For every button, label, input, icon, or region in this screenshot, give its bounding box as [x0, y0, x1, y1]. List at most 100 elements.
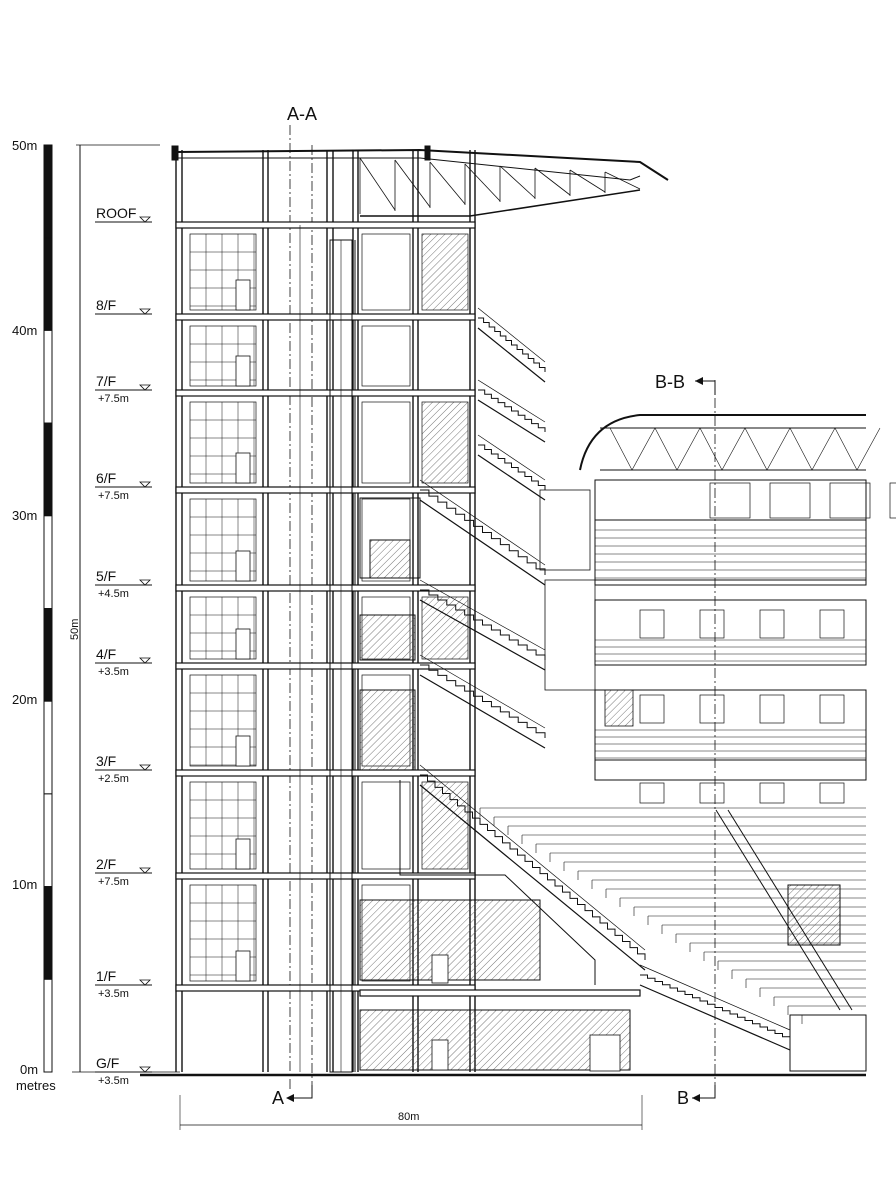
- floor-slab: [175, 389, 476, 397]
- stand-tier: [594, 689, 867, 761]
- stand-roof-curve: [579, 414, 866, 471]
- level-marker: 3/F+2.5m: [95, 753, 152, 785]
- stand-tier: [594, 479, 867, 521]
- aisle-stair: [715, 809, 841, 1011]
- tower-windows: [189, 233, 469, 982]
- level-marker: 2/F+7.5m: [95, 856, 152, 888]
- level-triangle-icon: [139, 579, 151, 586]
- window: [819, 782, 845, 804]
- level-height: +7.5m: [98, 393, 129, 405]
- window: [189, 596, 257, 660]
- window: [189, 498, 257, 582]
- scale-tick-40: 40m: [12, 323, 37, 338]
- roof-edge: [171, 145, 179, 161]
- scale-segment: [43, 886, 53, 980]
- level-marker: G/F+3.5m: [95, 1055, 152, 1087]
- handrail: [639, 964, 791, 1031]
- door: [235, 950, 251, 982]
- hatched-wall: [421, 401, 469, 484]
- vomitory: [787, 884, 841, 946]
- stair-steps: [420, 489, 546, 575]
- main-stand-stair: [419, 764, 646, 971]
- window: [829, 482, 871, 519]
- truss-diagonal: [789, 427, 813, 471]
- arrow-icon: [695, 377, 703, 385]
- window: [709, 482, 751, 519]
- stair-flight: [477, 434, 546, 501]
- stand-tier: [594, 759, 867, 781]
- window: [639, 782, 665, 804]
- scale-segment: [43, 978, 53, 1073]
- hatched-wall: [359, 689, 416, 771]
- window: [361, 401, 411, 484]
- level-height: +4.5m: [98, 588, 129, 600]
- floor-slab: [175, 872, 476, 880]
- stair-soffit: [639, 984, 791, 1051]
- stairs: [359, 307, 791, 1051]
- handrail: [477, 434, 546, 481]
- window: [819, 609, 845, 639]
- floor-slab: [175, 769, 476, 777]
- handrail: [477, 379, 546, 423]
- stair-soffit: [419, 499, 546, 586]
- truss-diagonal: [609, 427, 633, 471]
- level-height: +7.5m: [98, 490, 129, 502]
- scale-unit-label: metres: [16, 1078, 56, 1093]
- window: [189, 401, 257, 484]
- truss-diagonal: [569, 169, 606, 193]
- level-height: +7.5m: [98, 876, 129, 888]
- level-height: +3.5m: [98, 666, 129, 678]
- scale-segment: [43, 422, 53, 517]
- window: [889, 482, 896, 519]
- level-marker: 8/F: [95, 297, 152, 315]
- door: [235, 838, 251, 870]
- truss-diagonal: [394, 159, 431, 208]
- hatched-wall: [359, 899, 541, 981]
- truss-diagonal: [834, 427, 858, 471]
- scale-segment: [43, 329, 53, 424]
- window: [699, 782, 725, 804]
- level-triangle-icon: [139, 979, 151, 986]
- window: [699, 609, 725, 639]
- handrail: [477, 307, 546, 363]
- floor-slab: [175, 313, 476, 321]
- level-triangle-icon: [139, 308, 151, 315]
- truss-diagonal: [534, 167, 571, 196]
- truss-diagonal: [766, 427, 791, 471]
- roof-edge: [424, 145, 431, 161]
- truss-diagonal: [429, 161, 466, 205]
- seating-rows: [479, 807, 867, 1072]
- roof-canopy: [171, 145, 669, 217]
- section-lines: [179, 125, 716, 1130]
- stair-flight: [477, 379, 546, 443]
- handrail: [419, 579, 546, 651]
- level-name: 4/F: [96, 646, 116, 662]
- level-name: 1/F: [96, 968, 116, 984]
- scale-tick-30: 30m: [12, 508, 37, 523]
- window: [361, 325, 411, 387]
- window: [819, 694, 845, 724]
- level-name: 7/F: [96, 373, 116, 389]
- level-name: 5/F: [96, 568, 116, 584]
- scale-bar: [43, 144, 180, 1073]
- truss-diagonal: [464, 163, 501, 202]
- window: [759, 609, 785, 639]
- roof-top-chord: [174, 148, 669, 181]
- scale-tick-0: 0m: [20, 1062, 38, 1077]
- tower: [175, 150, 476, 1073]
- level-triangle-icon: [139, 657, 151, 664]
- stair-steps: [420, 774, 646, 960]
- hatched-wall: [421, 781, 469, 870]
- main-stand: [539, 414, 896, 804]
- door: [235, 550, 251, 582]
- section-b-mark: B: [677, 1088, 689, 1108]
- hatched-wall: [369, 539, 411, 579]
- scale-segment: [43, 144, 53, 239]
- scale-tick-50: 50m: [12, 138, 37, 153]
- scale-tick-20: 20m: [12, 692, 37, 707]
- level-marker: ROOF: [95, 205, 152, 223]
- stair-soffit: [419, 599, 546, 671]
- level-height: +2.5m: [98, 773, 129, 785]
- section-a-mark: A: [272, 1088, 284, 1108]
- truss-diagonal: [721, 427, 746, 471]
